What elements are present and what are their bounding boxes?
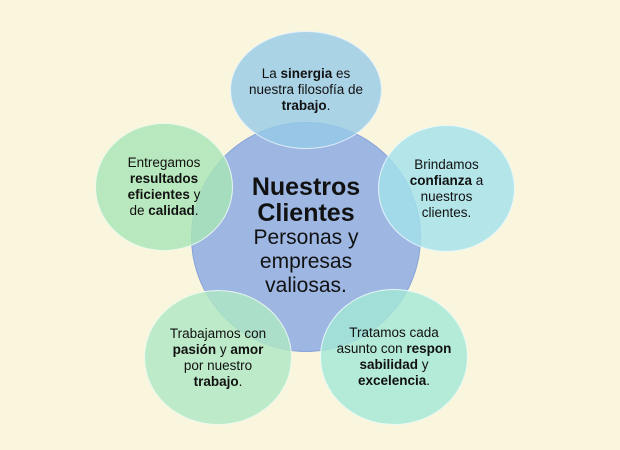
circle-sinergia-text: La sinergia es nuestra filosofía de trab… [236,66,376,114]
text-segment: es nuestra filosofía de [248,66,364,97]
bold-segment: sinergia [280,66,333,81]
center-subtitle: Personas y empresas valiosas. [253,226,359,297]
text-segment: Entregamos [127,155,201,170]
text-segment: . [326,98,331,113]
circle-confianza: Brindamos confianza a nuestros clientes. [378,125,515,252]
text-segment: Brindamos [414,156,479,172]
text-segment: a nuestros clientes. [420,172,484,220]
text-segment: y [216,341,231,357]
bold-segment: amor [230,341,264,357]
circle-responsabilidad: Tratamos cada asunto con responsabilidad… [320,289,468,425]
text-segment: . [426,373,431,388]
bold-segment: resultados eficientes [127,171,199,202]
circle-confianza-text: Brindamos confianza a nuestros clientes. [401,157,493,221]
text-segment: La [261,66,281,81]
circle-resultados: Entregamos resultados eficientes y de ca… [95,123,233,251]
center-text: Nuestros Clientes Personas y empresas va… [231,174,381,298]
circle-sinergia: La sinergia es nuestra filosofía de trab… [230,31,382,149]
bold-segment: trabajo [281,98,327,113]
circle-resultados-text: Entregamos resultados eficientes y de ca… [119,155,209,219]
bold-segment: responsabilidad [359,341,452,372]
text-segment: . [238,373,243,389]
text-segment: Tratamos cada asunto con [336,325,439,356]
bold-segment: calidad [148,203,195,218]
circle-pasion: Trabajamos con pasión y amor por nuestro… [144,290,292,425]
circle-pasion-text: Trabajamos con pasión y amor por nuestro… [168,326,268,390]
bold-segment: excelencia [357,373,427,388]
center-title: Nuestros Clientes [251,173,361,227]
text-segment: Trabajamos con [169,325,267,341]
circle-responsabilidad-text: Tratamos cada asunto con responsabilidad… [335,325,453,389]
bold-segment: pasión [172,341,217,357]
bold-segment: confianza [409,172,472,188]
text-segment: y [418,357,429,372]
text-segment: por nuestro [183,357,253,373]
text-segment: . [194,203,199,218]
bold-segment: trabajo [193,373,239,389]
text-segment: y de [129,187,201,218]
